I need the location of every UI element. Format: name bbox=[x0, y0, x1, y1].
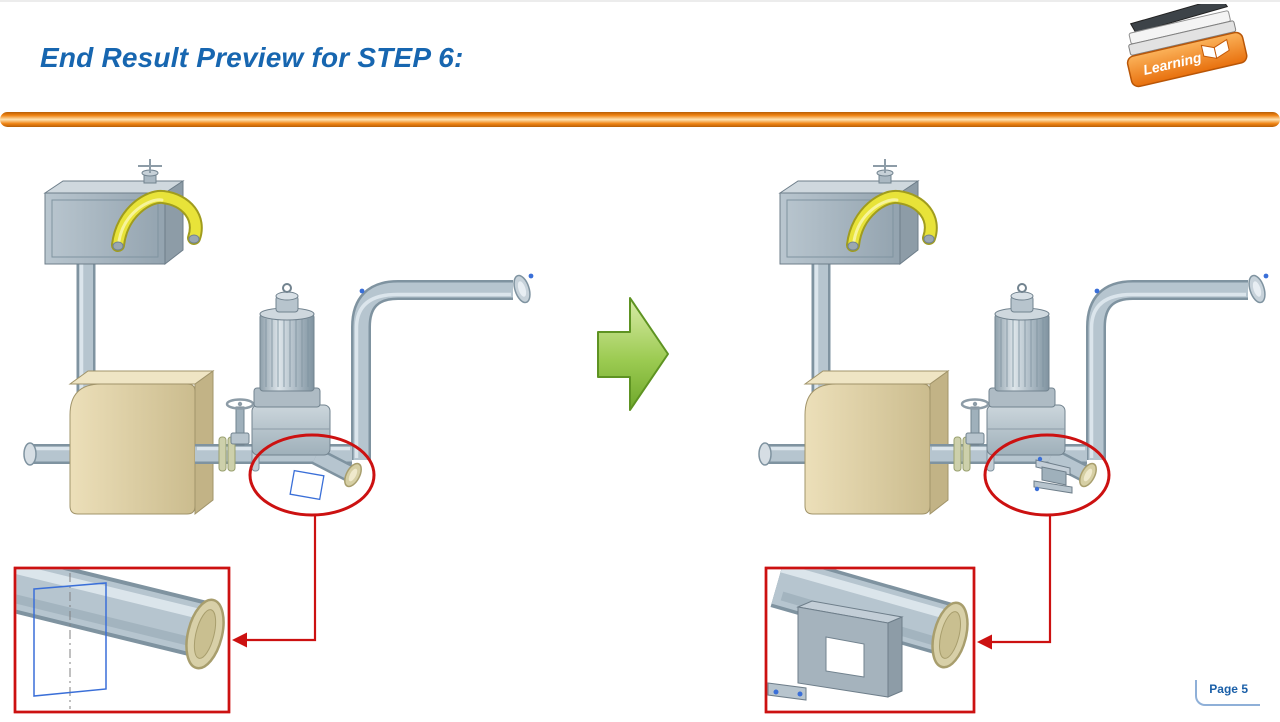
page-number-label: Page 5 bbox=[1209, 682, 1248, 696]
sketch-profile bbox=[33, 582, 107, 697]
piping-model-before bbox=[24, 159, 533, 515]
book-icon bbox=[1200, 38, 1230, 60]
logo-page-icon bbox=[1128, 20, 1237, 56]
slide-header: End Result Preview for STEP 6: Learning bbox=[0, 0, 1280, 112]
pipe-end-flange-ring bbox=[931, 601, 969, 669]
detail-inset-before bbox=[13, 566, 231, 714]
learning-logo-graphic: Learning bbox=[1126, 0, 1248, 88]
orange-divider bbox=[0, 112, 1280, 127]
callout-ellipse-before bbox=[248, 433, 376, 517]
logo-top-wedge-icon bbox=[1129, 0, 1229, 34]
right-arrow-icon bbox=[597, 297, 669, 411]
pipe-support-detail bbox=[767, 600, 904, 701]
callout-ellipse-after bbox=[983, 433, 1111, 517]
learning-logo: Learning bbox=[1108, 0, 1264, 96]
callout-connector-before bbox=[232, 515, 317, 648]
sketch-rectangle bbox=[289, 469, 325, 501]
piping-figure bbox=[13, 137, 1280, 714]
pipe-support bbox=[1033, 456, 1073, 494]
detail-inset-after bbox=[764, 566, 976, 714]
pipe-end-flange-ring bbox=[185, 598, 225, 670]
slide-title: End Result Preview for STEP 6: bbox=[40, 42, 464, 73]
page-number: Page 5 bbox=[1195, 680, 1260, 706]
callout-connector-after bbox=[977, 515, 1052, 650]
piping-model-after bbox=[759, 159, 1268, 515]
